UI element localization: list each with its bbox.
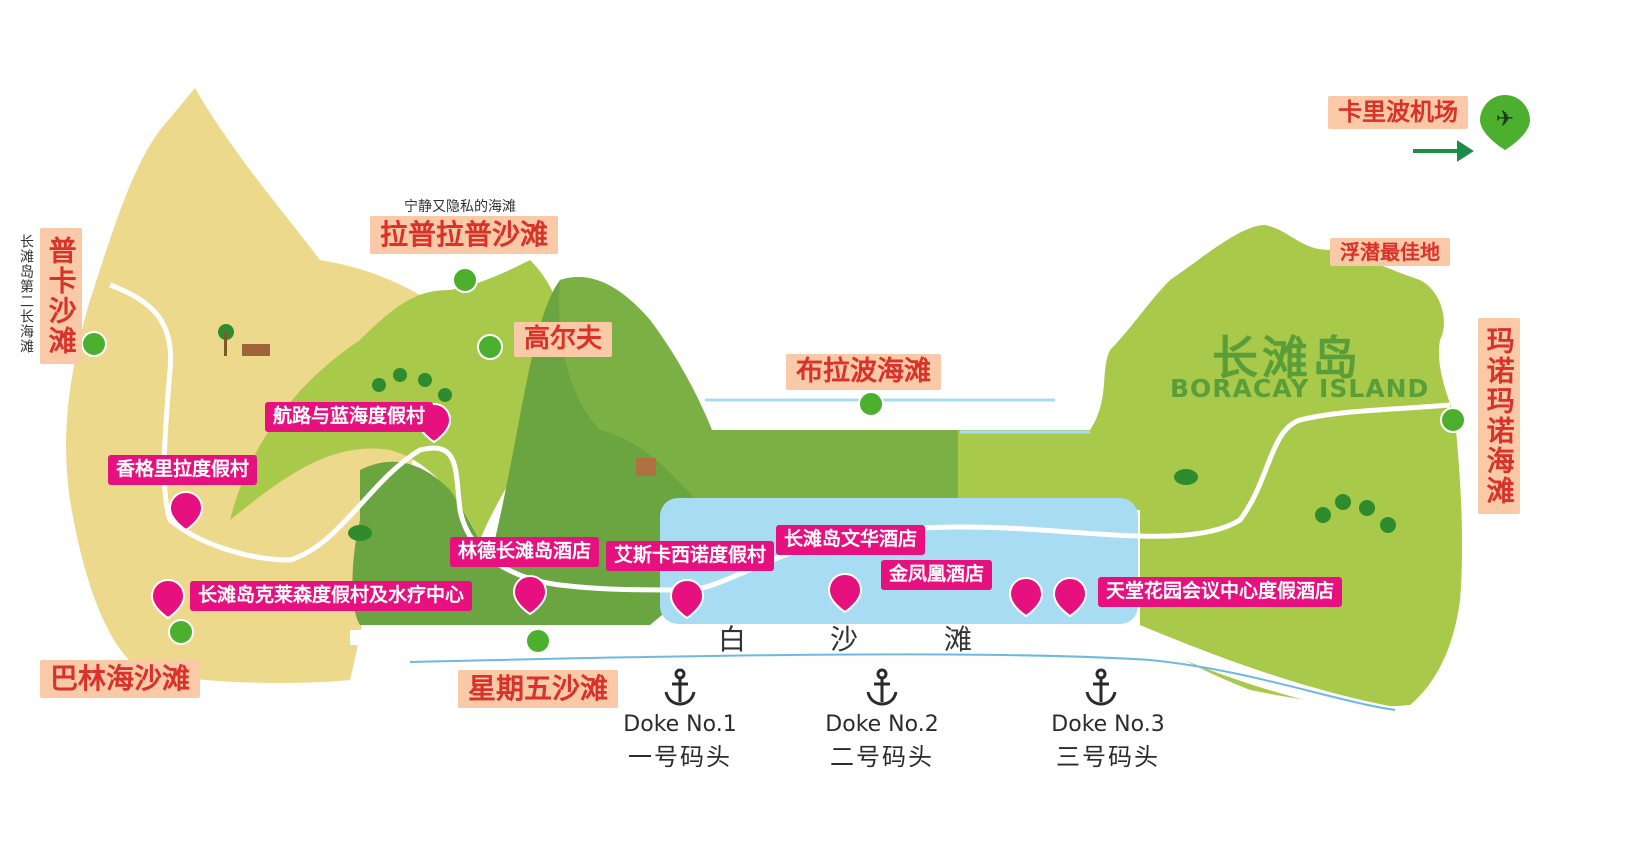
dock-2-en: Doke No.2 <box>825 712 939 737</box>
hotel-pins <box>150 402 1088 620</box>
balinhai-beach-label: 巴林海沙滩 <box>40 660 201 698</box>
hotel-label: 金凤凰酒店 <box>881 560 993 590</box>
hotel-label: 长滩岛文华酒店 <box>776 525 926 555</box>
hotel-label: 香格里拉度假村 <box>108 455 258 485</box>
island-name-cn: 长滩岛 <box>1212 331 1362 385</box>
hotel-label: 天堂花园会议中心度假酒店 <box>1098 577 1343 607</box>
dock-1-cn: 一号码头 <box>628 743 732 771</box>
svg-text:✈: ✈ <box>1496 107 1514 132</box>
puka-beach-note: 长滩岛第二长海滩 <box>18 234 34 354</box>
dock-2: Doke No.2 二号码头 <box>820 712 944 772</box>
beach-marker-icons <box>81 267 1466 654</box>
dock-3-en: Doke No.3 <box>1051 712 1165 737</box>
dock-1: Doke No.1 一号码头 <box>618 712 742 772</box>
land-west-sand <box>66 88 433 683</box>
south-water-line <box>409 653 1396 711</box>
manoc-beach-label: 玛诺玛诺海滩 <box>1478 318 1520 514</box>
friday-beach-label: 星期五沙滩 <box>458 670 619 708</box>
lapuz-beach-note: 宁静又隐私的海滩 <box>404 199 516 215</box>
hotel-label: 长滩岛克莱森度假村及水疗中心 <box>190 581 473 611</box>
lapuz-beach-label: 拉普拉普沙滩 <box>370 216 559 254</box>
dock-2-cn: 二号码头 <box>830 743 934 771</box>
hotel-label: 航路与蓝海度假村 <box>265 402 434 432</box>
anchor-icons <box>664 668 1117 706</box>
dock-1-en: Doke No.1 <box>623 712 737 737</box>
palm-trees-cluster <box>218 324 1396 541</box>
puka-beach-label: 普卡沙滩 <box>40 228 82 364</box>
dock-3-cn: 三号码头 <box>1056 743 1160 771</box>
airplane-icon: ✈ <box>1480 95 1530 150</box>
hotel-label: 林德长滩岛酒店 <box>450 537 600 567</box>
white-beach-char-2: 沙 <box>830 623 859 656</box>
south-shore <box>350 625 1400 720</box>
airport-label: 卡里波机场 <box>1328 96 1468 129</box>
airport-arrow-icon <box>1413 140 1474 162</box>
main-road <box>109 282 1451 593</box>
house-icon-center <box>636 458 656 476</box>
bulabog-beach-label: 布拉波海滩 <box>786 354 941 391</box>
land-mid-green-2 <box>559 276 960 505</box>
house-icon-west <box>242 344 270 356</box>
dock-3: Doke No.3 三号码头 <box>1046 712 1170 772</box>
golf-label: 高尔夫 <box>514 322 613 358</box>
island-name-en: BORACAY ISLAND <box>1170 374 1430 403</box>
snorkel-label: 浮潜最佳地 <box>1330 238 1450 266</box>
hotel-label: 艾斯卡西诺度假村 <box>606 541 775 571</box>
white-beach-char-1: 白 <box>718 623 747 656</box>
white-beach-char-3: 滩 <box>944 623 973 656</box>
land-light-green <box>230 260 564 540</box>
